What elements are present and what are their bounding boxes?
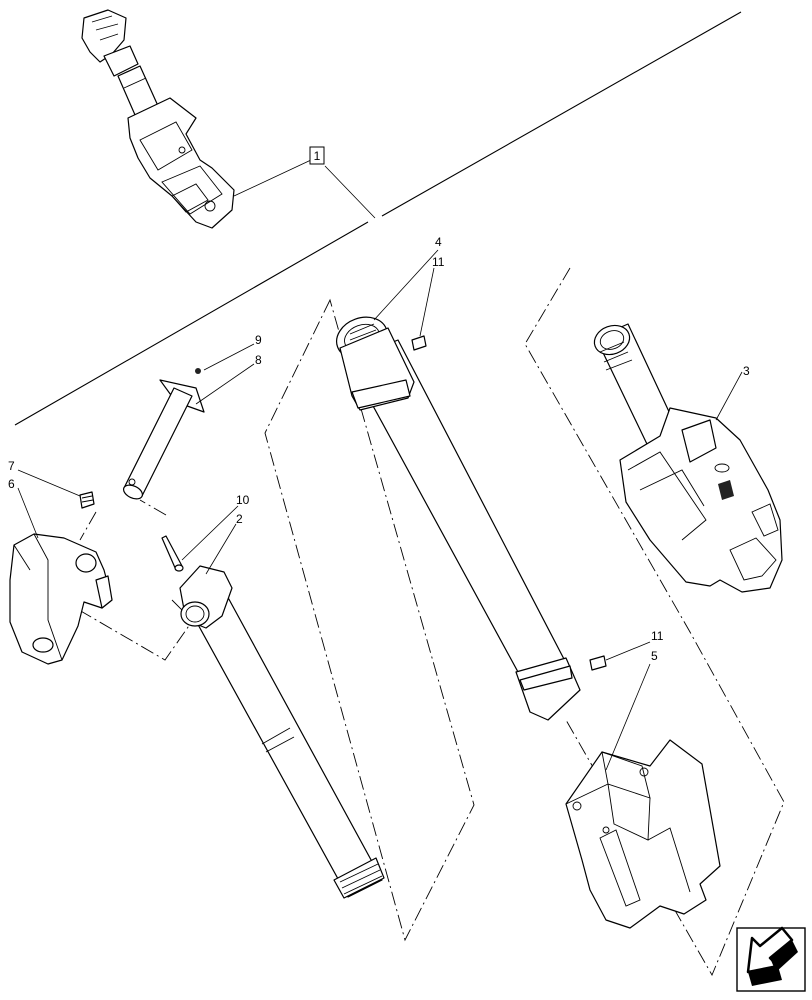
part-8-pin [122, 379, 205, 500]
callout-label-11-bottom: 11 [651, 629, 664, 643]
part-3-bracket-assembly [593, 323, 783, 593]
callout-label-5: 5 [651, 649, 658, 663]
group-outline-center [264, 298, 475, 942]
callout-label-4: 4 [435, 235, 442, 249]
section-divider-line [14, 11, 742, 426]
navigation-arrow-button[interactable] [736, 926, 806, 992]
callout-label-11-top: 11 [432, 255, 445, 269]
group-outline-right-top [524, 267, 785, 977]
part-10-split-pin [161, 535, 184, 572]
callout-1: 1 [233, 146, 376, 219]
assembly-thumbnail [81, 9, 235, 229]
callout-label-1: 1 [314, 149, 321, 163]
callouts: 2 3 4 5 6 7 8 9 10 11 11 [8, 235, 750, 771]
callout-label-8: 8 [255, 353, 262, 367]
callout-label-2: 2 [236, 512, 243, 526]
part-5-square-bracket [565, 739, 721, 929]
part-4-tube [336, 316, 581, 721]
part-9-nut [195, 368, 201, 374]
callout-label-7: 7 [8, 459, 15, 473]
part-11-fitting-top [411, 335, 427, 351]
group-outline-left [78, 499, 201, 661]
part-6-clevis [9, 533, 113, 665]
callout-label-3: 3 [743, 364, 750, 378]
part-2-threaded-rod [179, 565, 385, 899]
part-11-fitting-bottom [589, 655, 607, 671]
arrow-icon [746, 926, 798, 986]
part-7-grease-nipple [79, 491, 95, 509]
callout-label-9: 9 [255, 333, 262, 347]
callout-label-6: 6 [8, 477, 15, 491]
callout-label-10: 10 [236, 493, 250, 507]
